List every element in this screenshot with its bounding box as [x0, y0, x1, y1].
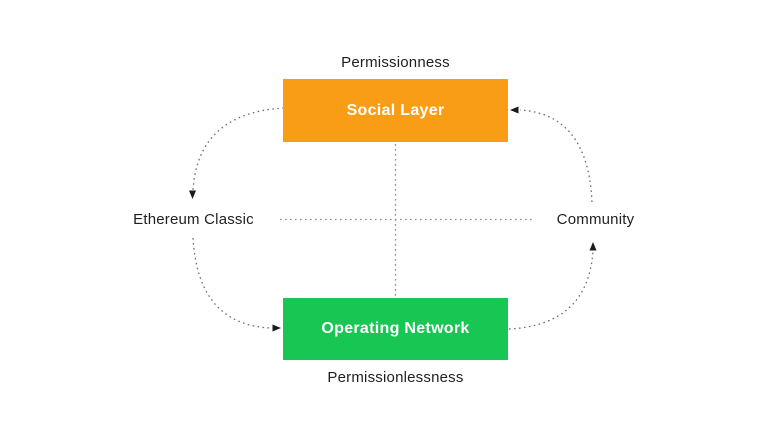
bottom-axis-label: Permissionlessness — [327, 369, 464, 386]
top-axis-label: Permissionness — [341, 54, 450, 71]
curve-community-to-social — [519, 109, 593, 203]
operating-network-node: Operating Network — [283, 298, 508, 360]
right-axis-label: Community — [556, 211, 635, 228]
curve-social-to-ethereum — [192, 107, 285, 191]
arrowhead-up-icon — [589, 242, 597, 251]
curve-operating-to-community — [508, 250, 594, 330]
curve-ethereum-to-operating — [192, 237, 272, 329]
axis-cross-dotted-lines — [280, 144, 533, 297]
social-layer-node-label: Social Layer — [346, 101, 445, 119]
arrowhead-down-icon — [189, 190, 196, 199]
arrowhead-left-icon — [510, 106, 519, 114]
cycle-curves — [192, 107, 594, 330]
left-axis-label: Ethereum Classic — [133, 211, 254, 228]
operating-network-node-label: Operating Network — [321, 320, 470, 337]
social-layer-node: Social Layer — [283, 79, 508, 142]
arrowheads — [189, 106, 597, 332]
arrowhead-right-icon — [272, 324, 281, 332]
